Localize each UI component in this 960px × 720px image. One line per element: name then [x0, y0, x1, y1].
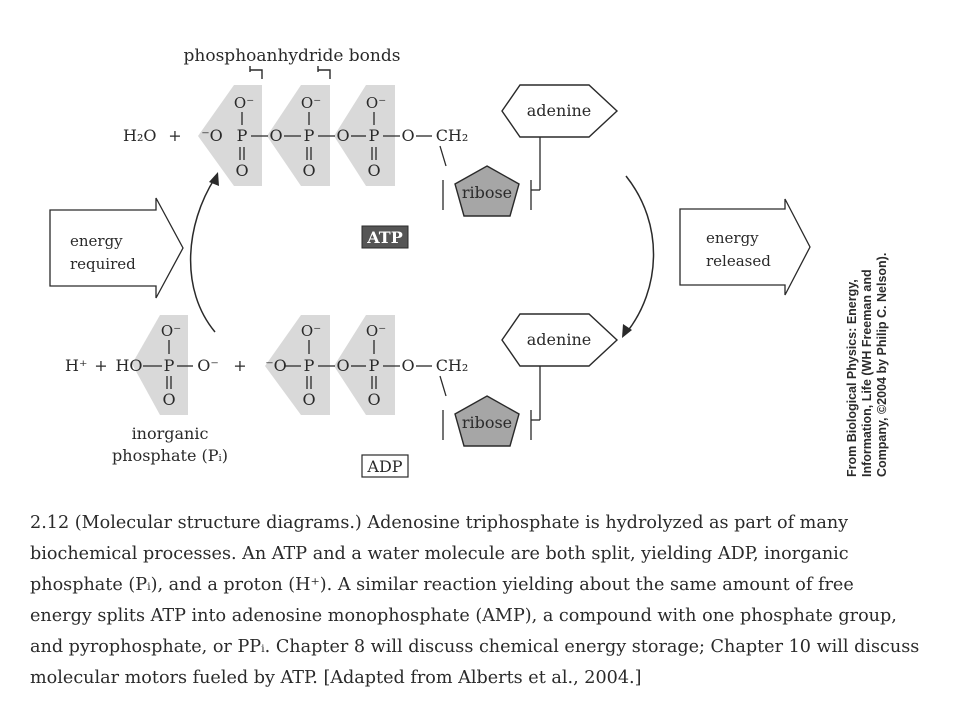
- caption-line: 2.12 (Molecular structure diagrams.) Ade…: [30, 508, 930, 539]
- oxygen-minus-label: O⁻: [366, 322, 386, 340]
- caption-line: and pyrophosphate, or PPᵢ. Chapter 8 wil…: [30, 632, 930, 663]
- water-label: H₂O: [123, 126, 156, 145]
- adp-label: ADP: [366, 457, 402, 476]
- bridge-oxygen: O: [269, 126, 282, 145]
- proton-label: H⁺: [65, 356, 87, 375]
- hydroxyl-label: HO: [115, 356, 142, 375]
- hydrolysis-arrowhead: [622, 324, 632, 338]
- caption-text: energy splits ATP into adenosine monopho…: [30, 606, 897, 626]
- ester-oxygen: O: [401, 356, 414, 375]
- caption-text: phosphate (Pᵢ), and a proton (H⁺). A sim…: [30, 575, 854, 595]
- ribose-label: ribose: [462, 413, 512, 432]
- adp-ribose: [454, 395, 520, 447]
- pi-label-line1: inorganic: [132, 424, 209, 443]
- ribose-label: ribose: [462, 183, 512, 202]
- atp-phosphate-shade-1: [198, 85, 262, 186]
- oxygen-label: O: [367, 390, 380, 409]
- caption-line: molecular motors fueled by ATP. [Adapted…: [30, 663, 930, 694]
- oxygen-minus-label: O⁻: [301, 322, 321, 340]
- energy-required-line1: energy: [70, 232, 123, 250]
- plus-sign: +: [233, 356, 246, 375]
- plus-sign: +: [94, 356, 107, 375]
- adenine-label: adenine: [527, 101, 591, 120]
- caption-text: molecular motors fueled by ATP. [Adapted…: [30, 668, 642, 688]
- bond-bracket-1: [249, 66, 263, 79]
- figure-caption: 2.12 (Molecular structure diagrams.) Ade…: [30, 508, 930, 694]
- adp-molecule: ⁻O O⁻ P O O O⁻ P O O CH₂ ribose adenine …: [265, 313, 619, 478]
- ch2-label: CH₂: [436, 126, 469, 145]
- energy-released-line1: energy: [706, 229, 759, 247]
- terminal-oxygen: ⁻O: [265, 356, 287, 375]
- phosphorus-label: P: [237, 126, 248, 145]
- caption-line: phosphate (Pᵢ), and a proton (H⁺). A sim…: [30, 570, 930, 601]
- oxygen-label: O: [302, 390, 315, 409]
- atp-label-box: [361, 225, 409, 249]
- phosphorus-label: P: [369, 126, 380, 145]
- caption-line: biochemical processes. An ATP and a wate…: [30, 539, 930, 570]
- energy-required-arrow: energy required: [49, 197, 184, 299]
- oxygen-label: O: [162, 390, 175, 409]
- adenine-label: adenine: [527, 330, 591, 349]
- phosphorus-label: P: [369, 356, 380, 375]
- credit-line3: Company, ©2004 by Philip C. Nelson).: [875, 253, 889, 477]
- inorganic-phosphate: H⁺ + HO O⁻ P O O⁻ inorganic phosphate (P…: [65, 322, 228, 465]
- synthesis-curve-arrow: [189, 177, 216, 333]
- energy-released-line2: released: [706, 252, 771, 270]
- phosphorus-label: P: [304, 126, 315, 145]
- pi-label-line2: phosphate (Pᵢ): [112, 446, 228, 465]
- energy-released-arrow: energy released: [679, 198, 811, 296]
- adp-label-box: [361, 454, 409, 478]
- phosphorus-label: P: [304, 356, 315, 375]
- caption-text: 2.12 (Molecular structure diagrams.) Ade…: [30, 513, 849, 533]
- credit-line1: From Biological Physics: Energy,: [845, 279, 859, 477]
- caption-text: and pyrophosphate, or PPᵢ. Chapter 8 wil…: [30, 637, 920, 657]
- oxygen-label: O: [302, 161, 315, 180]
- bridge-oxygen: O: [336, 356, 349, 375]
- atp-label: ATP: [366, 228, 402, 247]
- terminal-oxygen: ⁻O: [201, 126, 223, 145]
- adp-adenine: [501, 313, 619, 367]
- credit-text: From Biological Physics: Energy, Informa…: [845, 253, 889, 477]
- synthesis-arrowhead: [209, 172, 219, 186]
- atp-ribose: [454, 165, 520, 217]
- plus-sign: +: [168, 126, 181, 145]
- atp-molecule: H₂O + ⁻O O⁻ P O O O⁻ P O O O⁻ P O O CH₂: [123, 84, 619, 249]
- ester-oxygen: O: [401, 126, 414, 145]
- oxygen-minus-label: O⁻: [301, 94, 321, 112]
- oxygen-minus-label: O⁻: [234, 94, 254, 112]
- credit-line2: Information, Life (WH Freeman and: [860, 269, 874, 477]
- oxygen-label: O: [235, 161, 248, 180]
- bridge-oxygen: O: [336, 126, 349, 145]
- adp-phosphate-shade-1: [265, 315, 330, 415]
- hydrolysis-curve-arrow: [625, 175, 655, 333]
- energy-required-line2: required: [70, 255, 136, 273]
- oxygen-label: O: [367, 161, 380, 180]
- bonds-label: phosphoanhydride bonds: [184, 46, 401, 66]
- oxygen-minus-label: O⁻: [197, 356, 219, 375]
- phosphorus-label: P: [164, 356, 175, 375]
- pi-phosphate-shade: [132, 315, 188, 415]
- atp-hydrolysis-diagram: phosphoanhydride bonds H₂O + ⁻O O⁻ P O O…: [49, 46, 889, 478]
- oxygen-minus-label: O⁻: [161, 322, 181, 340]
- ch2-label: CH₂: [436, 356, 469, 375]
- atp-adenine: [501, 84, 619, 138]
- caption-line: energy splits ATP into adenosine monopho…: [30, 601, 930, 632]
- bond-bracket-2: [317, 66, 331, 79]
- caption-text: biochemical processes. An ATP and a wate…: [30, 544, 849, 564]
- adp-phosphate-shade-2: [334, 315, 395, 415]
- oxygen-minus-label: O⁻: [366, 94, 386, 112]
